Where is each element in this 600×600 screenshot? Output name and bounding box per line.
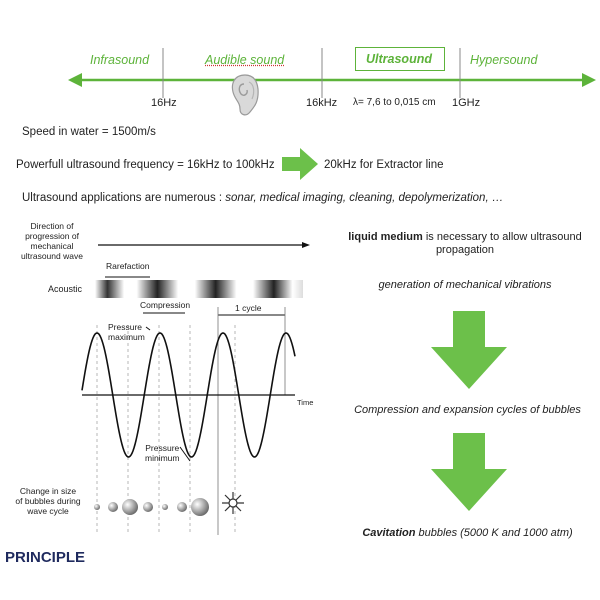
infrasound-label: Infrasound — [90, 53, 150, 67]
pressure-minimum-label: Pressure minimum — [145, 443, 180, 463]
applications-line: Ultrasound applications are numerous : s… — [22, 192, 503, 204]
cavitation-text: Cavitation bubbles (5000 K and 1000 atm) — [362, 527, 573, 539]
bubbles-label: Change in size of bubbles during wave cy… — [15, 486, 81, 516]
bubble-implosion-icon — [222, 492, 244, 514]
hypersound-label: Hypersound — [470, 53, 538, 67]
extractor-frequency: 20kHz for Extractor line — [324, 159, 444, 171]
applications-list: sonar, medical imaging, cleaning, depoly… — [225, 192, 504, 204]
wavelength-range: λ= 7,6 to 0,015 cm — [353, 97, 436, 108]
sine-wave — [81, 332, 296, 458]
liquid-medium-text: liquid medium is necessary to allow ultr… — [348, 231, 582, 256]
pressure-maximum-label: Pressure maximum — [108, 322, 145, 342]
tick-16khz: 16kHz — [306, 97, 338, 109]
left-arrowhead — [68, 73, 82, 87]
applications-lead: Ultrasound applications are numerous : — [22, 192, 226, 204]
pressure-min-pointer — [179, 446, 191, 462]
direction-label: Direction of progression of mechanical u… — [21, 221, 83, 261]
rarefaction-label: Rarefaction — [106, 261, 150, 271]
right-arrowhead — [582, 73, 596, 87]
principle-heading: PRINCIPLE — [5, 549, 86, 566]
ultrasound-label: Ultrasound — [366, 52, 432, 66]
down-arrow-icon — [431, 311, 507, 389]
liquid-medium-bold: liquid medium — [348, 231, 423, 243]
acoustic-band — [95, 280, 303, 298]
one-cycle-label: 1 cycle — [235, 303, 262, 313]
cycles-text: Compression and expansion cycles of bubb… — [354, 404, 581, 416]
speed-in-water: Speed in water = 1500m/s — [22, 126, 156, 138]
acoustic-label: Acoustic — [48, 284, 83, 294]
pressure-max-pointer — [145, 326, 151, 331]
frequency-spectrum — [68, 48, 596, 98]
right-arrow-icon — [282, 148, 318, 180]
down-arrow-icon-2 — [431, 433, 507, 511]
wave-diagram — [81, 242, 310, 535]
compression-label: Compression — [140, 300, 191, 310]
frequency-range: Powerfull ultrasound frequency = 16kHz t… — [16, 159, 275, 171]
audible-sound-label: Audible sound — [205, 53, 285, 67]
tick-1ghz: 1GHz — [452, 97, 481, 109]
bubble-row — [94, 498, 209, 516]
ear-icon — [231, 74, 259, 116]
cavitation-bold: Cavitation — [362, 527, 416, 539]
ultrasound-box — [355, 47, 445, 71]
tick-16hz: 16Hz — [151, 97, 177, 109]
time-label: Time — [297, 398, 314, 407]
direction-arrowhead — [302, 242, 310, 248]
vibrations-text: generation of mechanical vibrations — [378, 279, 552, 291]
